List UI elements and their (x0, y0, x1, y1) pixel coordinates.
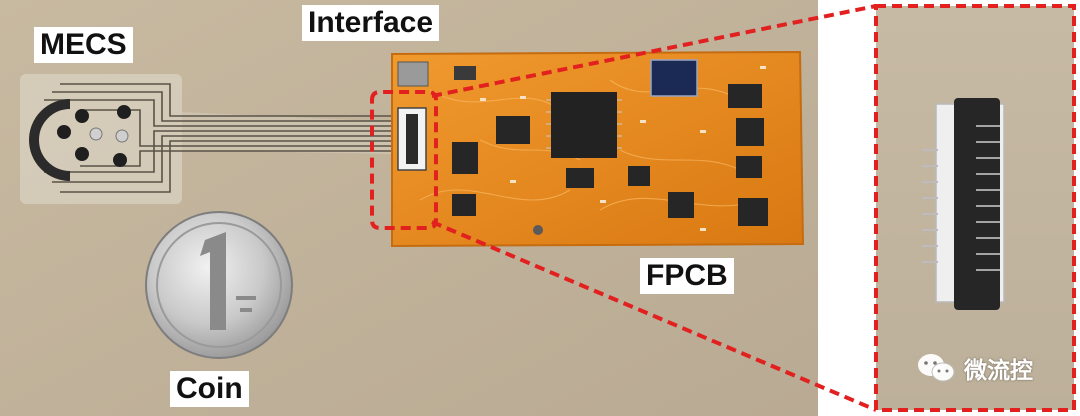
interface-label: Interface (302, 5, 440, 41)
wechat-icon (918, 354, 955, 382)
coin-label: Coin (170, 371, 249, 407)
mecs-label: MECS (34, 27, 133, 63)
mecs-sensor (20, 74, 395, 204)
watermark: 微流控 (916, 346, 1033, 390)
watermark-text: 微流控 (964, 358, 1033, 384)
fpcb-label: FPCB (640, 258, 734, 294)
coin-object (145, 211, 293, 359)
connector-inset (874, 4, 1076, 412)
fpcb-board (391, 50, 805, 248)
interface-callout (370, 4, 877, 412)
